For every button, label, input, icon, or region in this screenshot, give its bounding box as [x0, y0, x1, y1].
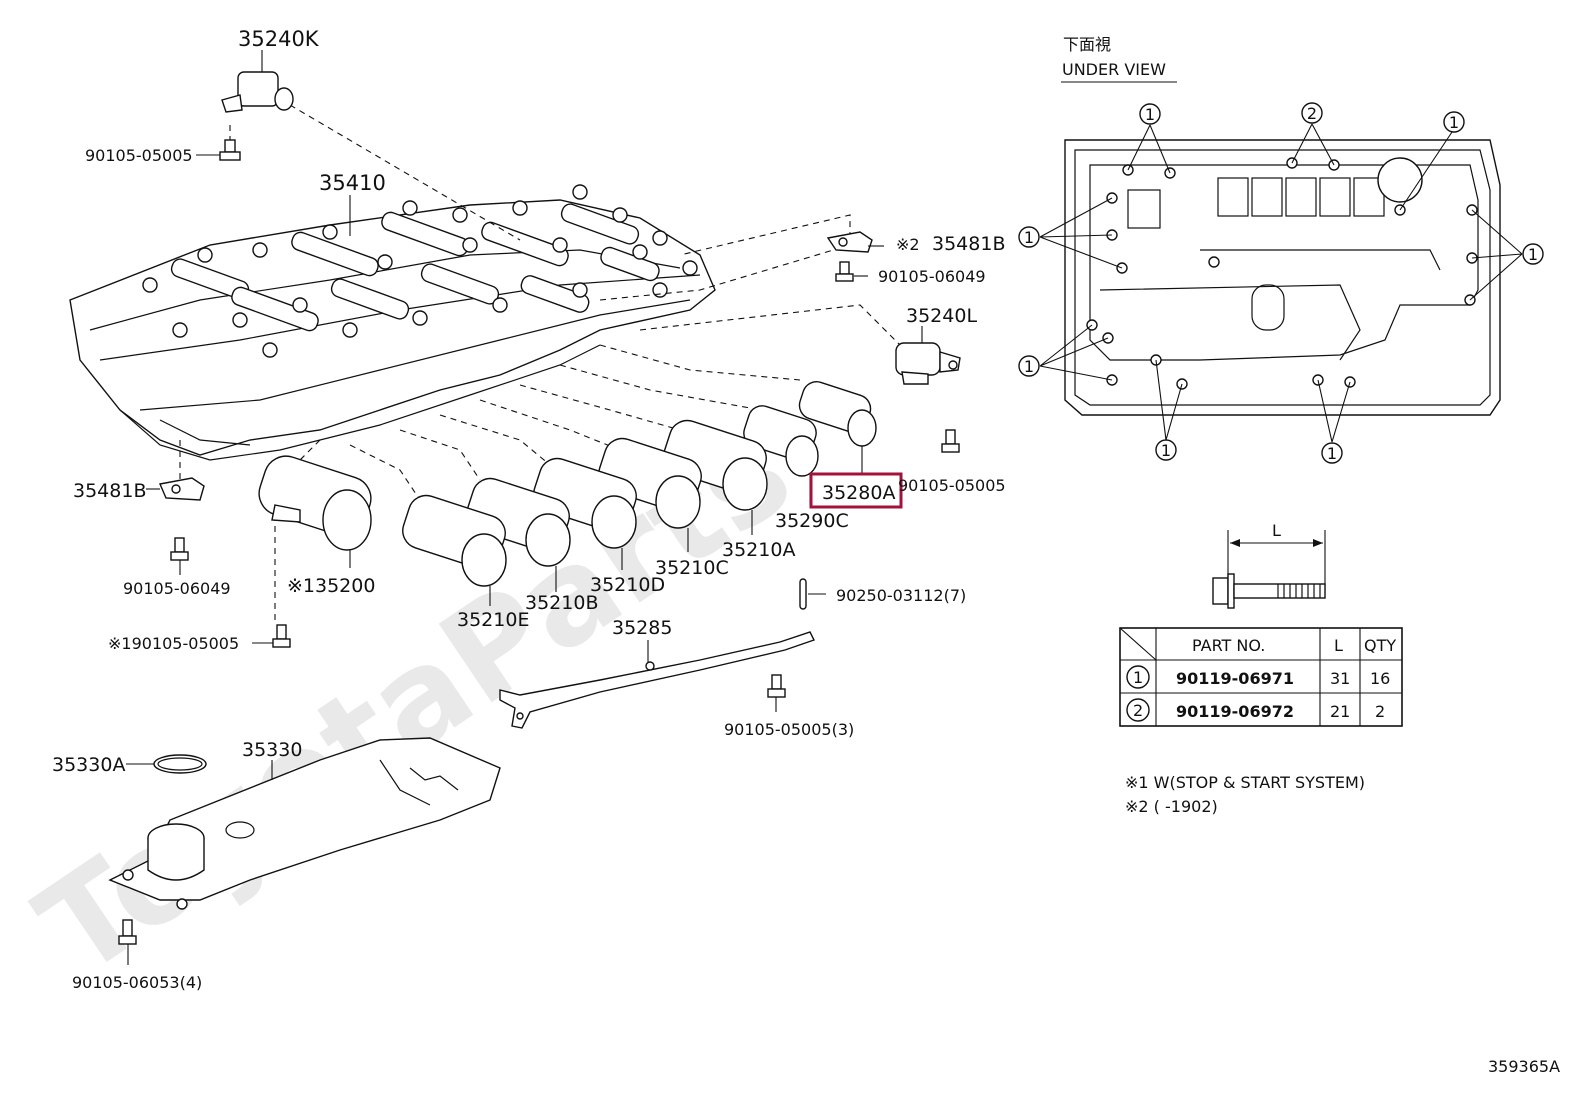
label-bolt-05005-3[interactable]: 90105-05005(3) [724, 720, 854, 739]
label-35330[interactable]: 35330 [242, 739, 302, 761]
label-bolt-06049-left[interactable]: 90105-06049 [123, 579, 231, 598]
under-view-title-en: UNDER VIEW [1062, 60, 1166, 79]
bolt-05005-3 [767, 674, 786, 698]
callout-1-e: 1 [1018, 355, 1040, 377]
bolt-table [1119, 627, 1403, 727]
label-note2-mark: ※2 [896, 235, 920, 254]
label-bolt-06049-right[interactable]: 90105-06049 [878, 267, 986, 286]
bolt-05005-right [941, 429, 960, 453]
table-row-2-qty: 2 [1375, 702, 1385, 721]
bolt-06049-left [170, 537, 189, 561]
callout-1-d: 1 [1522, 243, 1544, 265]
oring-35330A[interactable] [153, 754, 207, 774]
callout-1-c: 1 [1018, 226, 1040, 248]
label-bolt-190105[interactable]: ※190105-05005 [108, 634, 239, 653]
bolt-06049-right [835, 261, 854, 282]
label-35481B-right[interactable]: 35481B [932, 233, 1005, 255]
highlight-box-35280A [809, 472, 903, 509]
bracket-35481B-left[interactable] [159, 477, 205, 501]
callout-1-f: 1 [1155, 439, 1177, 461]
label-35240K[interactable]: 35240K [238, 27, 320, 51]
table-row-2-part[interactable]: 90119-06972 [1176, 702, 1294, 721]
under-view-drawing [1039, 123, 1523, 443]
label-35210E[interactable]: 35210E [457, 609, 529, 631]
label-35330A[interactable]: 35330A [52, 754, 125, 776]
table-row-1-mark: 1 [1133, 668, 1143, 687]
plate-35285[interactable] [499, 631, 815, 729]
table-row-2-mark: 2 [1133, 701, 1143, 720]
label-bolt-top[interactable]: 90105-05005 [85, 146, 193, 165]
under-view-callouts: 1 2 1 1 1 1 1 1 [1018, 102, 1544, 464]
bolt-190105-05005 [272, 624, 291, 648]
bolt-top [219, 139, 241, 161]
strainer-35330[interactable] [108, 737, 501, 910]
callout-1-b: 1 [1443, 111, 1465, 133]
label-35280A[interactable]: 35280A [822, 482, 895, 504]
callout-1-g: 1 [1321, 442, 1343, 464]
svg-text:1: 1 [1327, 444, 1337, 463]
solenoid-35280A[interactable] [796, 378, 877, 447]
solenoid-35200[interactable] [253, 450, 376, 551]
solenoid-35210E[interactable] [398, 491, 510, 587]
valve-body[interactable] [69, 184, 716, 461]
label-35290C[interactable]: 35290C [775, 510, 849, 532]
label-35210C[interactable]: 35210C [655, 557, 729, 579]
label-bolt-05005-right[interactable]: 90105-05005 [898, 476, 1006, 495]
callout-2: 2 [1301, 102, 1323, 124]
label-35481B-left[interactable]: 35481B [73, 480, 146, 502]
label-35210B[interactable]: 35210B [525, 592, 598, 614]
svg-text:1: 1 [1024, 228, 1034, 247]
bolt-dimension-label: L [1272, 521, 1281, 540]
solenoid-35240L[interactable] [895, 342, 961, 385]
note-1: ※1 W(STOP & START SYSTEM) [1125, 773, 1365, 792]
label-35200[interactable]: ※135200 [287, 575, 375, 597]
note-2: ※2 ( -1902) [1125, 797, 1218, 816]
label-pin-90250[interactable]: 90250-03112(7) [836, 586, 966, 605]
svg-text:1: 1 [1528, 245, 1538, 264]
label-35285[interactable]: 35285 [612, 617, 672, 639]
label-35240L[interactable]: 35240L [906, 305, 977, 327]
table-row-1-part[interactable]: 90119-06971 [1176, 669, 1294, 688]
table-header-qty: QTY [1364, 636, 1396, 655]
dashed-guides [179, 104, 901, 620]
label-bolt-06053[interactable]: 90105-06053(4) [72, 973, 202, 992]
callout-1-a: 1 [1139, 103, 1161, 125]
bolt-06053 [118, 919, 137, 945]
figure-code: 359365A [1488, 1057, 1560, 1076]
svg-text:1: 1 [1145, 105, 1155, 124]
label-35210A[interactable]: 35210A [722, 539, 795, 561]
svg-text:1: 1 [1449, 113, 1459, 132]
table-row-2-l: 21 [1330, 702, 1350, 721]
svg-text:2: 2 [1307, 104, 1317, 123]
bracket-35481B-right[interactable] [826, 231, 873, 253]
label-35410[interactable]: 35410 [319, 171, 386, 195]
pin-90250 [799, 578, 807, 610]
body-bolts [142, 184, 698, 358]
under-view-title-jp: 下面視 [1063, 35, 1111, 54]
solenoid-35240K[interactable] [221, 50, 294, 113]
table-header-l: L [1334, 636, 1343, 655]
bolt-dimension-drawing [1212, 530, 1326, 609]
table-row-1-l: 31 [1330, 669, 1350, 688]
table-header-part-no: PART NO. [1192, 636, 1265, 655]
table-row-1-qty: 16 [1370, 669, 1390, 688]
label-35210D[interactable]: 35210D [590, 574, 665, 596]
svg-text:1: 1 [1161, 441, 1171, 460]
body-valves [170, 203, 660, 332]
svg-text:1: 1 [1024, 357, 1034, 376]
